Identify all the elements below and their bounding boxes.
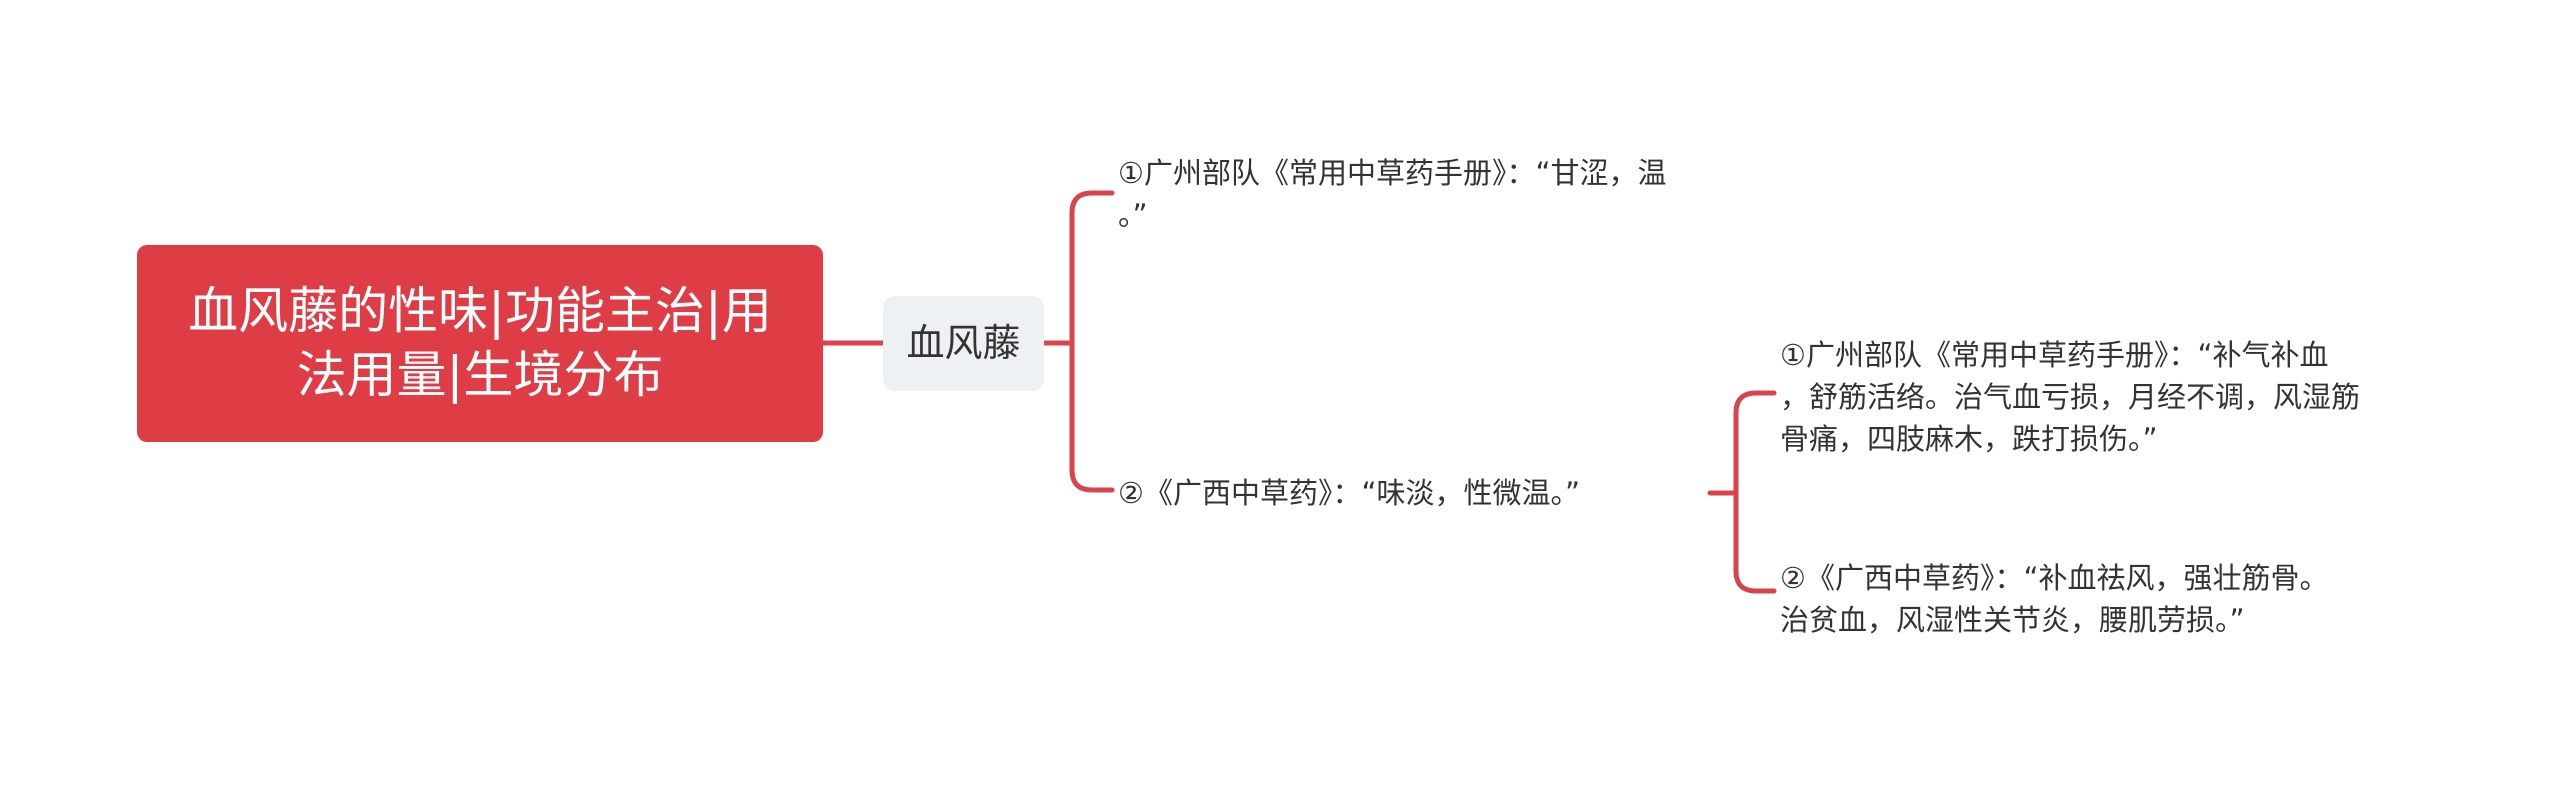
leaf-to-subleaves-connector [1707,390,1777,594]
branch-node[interactable]: 血风藤 [883,296,1044,391]
root-node[interactable]: 血风藤的性味|功能主治|用法用量|生境分布 [137,245,823,442]
leaf-node-flavor-source-2[interactable]: ②《广西中草药》：“味淡，性微温。” [1118,476,1581,510]
branch-to-leaves-connector [1041,190,1115,493]
leaf-node-flavor-source-1[interactable]: ①广州部队《常用中草药手册》：“甘涩，温 。” [1118,156,1667,232]
leaf-node-function-source-2[interactable]: ②《广西中草药》：“补血祛风，强壮筋骨。 治贫血，风湿性关节炎，腰肌劳损。” [1780,561,2329,637]
leaf-node-function-source-1[interactable]: ①广州部队《常用中草药手册》：“补气补血 ，舒筋活络。治气血亏损，月经不调，风湿… [1780,338,2361,456]
